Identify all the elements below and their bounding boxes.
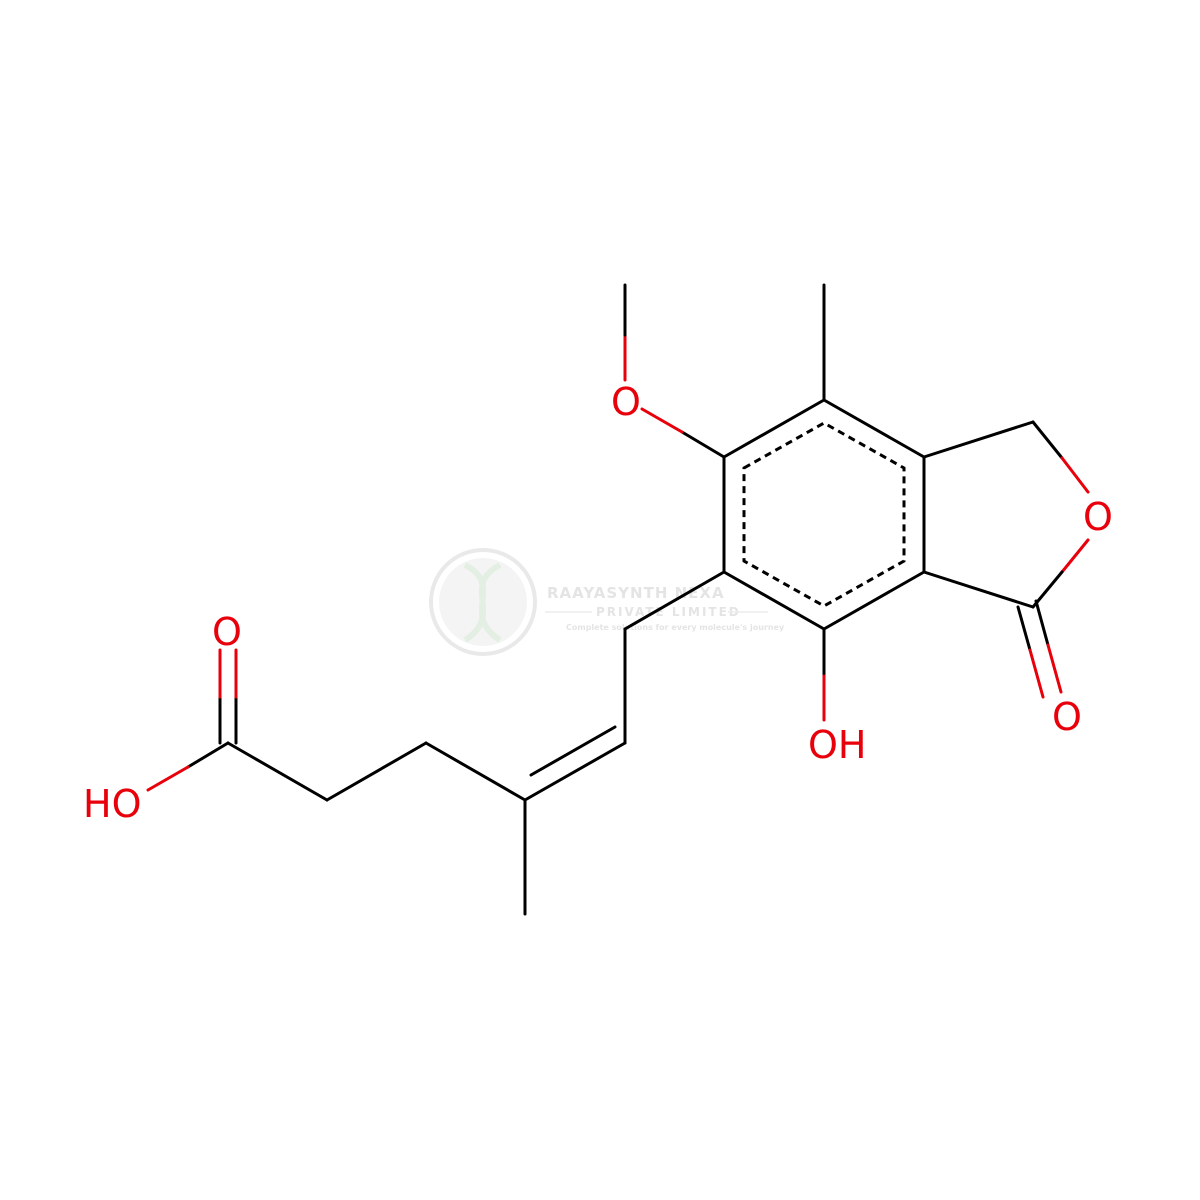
lactone-ring [922,420,1090,699]
methoxy-group [623,283,726,459]
watermark-dna-icon [463,562,502,643]
atom-label-lactone-carbonyl-oxygen: O [1052,695,1082,739]
atom-label-acid-carbonyl-oxygen: O [212,610,242,654]
atom-label-ring-oxygen: O [1083,495,1113,539]
watermark: RAAYASYNTH NEXA PRIVATE LIMITED Complete… [429,548,785,656]
benzene-ring [722,398,926,631]
watermark-logo-ring [429,548,537,656]
aromatic-inner-ring [742,421,906,608]
watermark-subtitle: PRIVATE LIMITED [596,605,741,619]
carboxylic-acid-group [146,648,238,792]
watermark-tagline: Complete solutions for every molecule's … [566,623,785,632]
atom-label-acid-hydroxyl: HO [83,782,141,826]
side-chain [226,570,726,916]
atom-label-methoxy-oxygen: O [611,380,641,424]
atom-label-phenol-hydroxyl: OH [808,723,866,767]
